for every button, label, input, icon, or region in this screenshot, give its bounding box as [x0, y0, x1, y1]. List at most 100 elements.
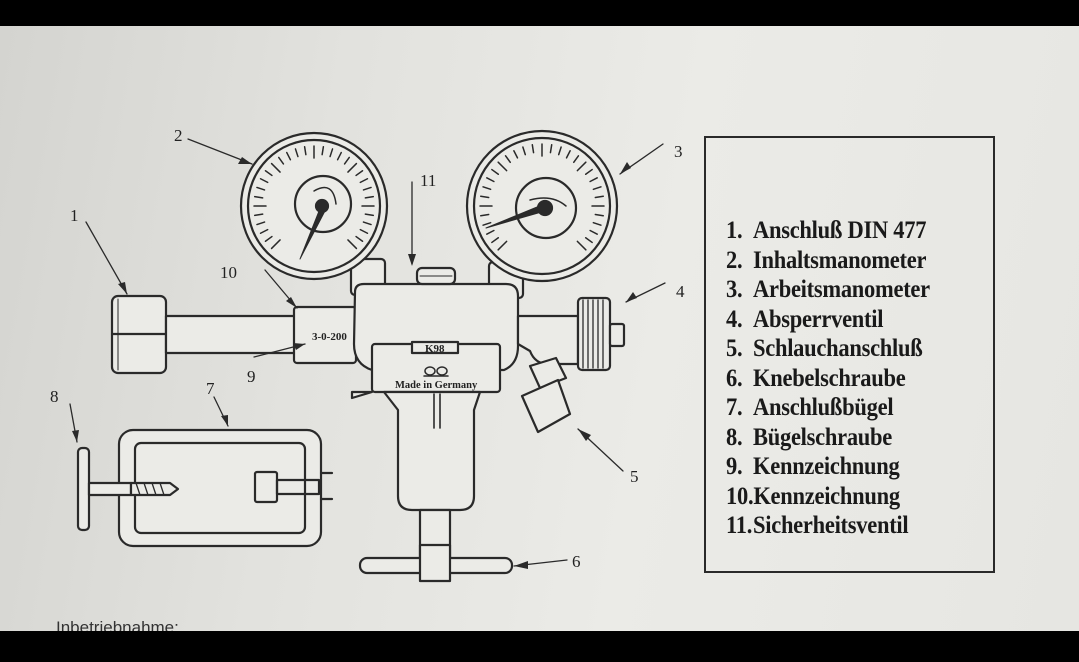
legend-item: 10.Kennzeichnung	[726, 482, 930, 512]
cutoff-heading: Inbetriebnahme:	[56, 618, 179, 631]
gauge-tick	[589, 177, 598, 183]
legend-label: Inhaltsmanometer	[753, 246, 927, 274]
content-gauge-scale	[253, 145, 375, 250]
gauge-tick	[592, 221, 602, 226]
gauge-tick	[504, 155, 512, 164]
legend-label: Anschluß DIN 477	[753, 217, 927, 244]
gauge-tick	[256, 186, 266, 191]
legend-label: Arbeitsmanometer	[753, 276, 930, 303]
gauge-tick	[259, 178, 269, 184]
gauge-tick	[362, 186, 372, 191]
callout-10: 10	[220, 263, 237, 282]
gauge-tick	[355, 235, 364, 243]
gauge-tick	[592, 186, 602, 191]
callout-9: 9	[247, 367, 256, 386]
gauge-tick	[277, 156, 285, 165]
gauge-tick	[480, 213, 490, 217]
legend-item: 7. Anschlußbügel	[726, 393, 930, 423]
legend-item: 6.Knebelschraube	[726, 364, 930, 394]
legend-label: Anschlußbügel	[753, 394, 894, 421]
legend-box: 1. Anschluß DIN 477 2. Inhaltsmanometer 3.…	[704, 136, 995, 573]
manufacturer-logo	[423, 366, 449, 377]
legend-number: 5.	[726, 335, 743, 362]
legend-number: 1.	[726, 217, 743, 244]
pressure-regulator-diagram: 1 2 3 4 5 6 7 8 9 10 11 3-0-200 K98 Made…	[50, 126, 685, 583]
gauge-tick	[347, 162, 358, 173]
gauge-tick	[329, 148, 334, 158]
legend-number: 9.	[726, 453, 743, 480]
gauge-tick	[336, 151, 342, 161]
legend-number: 2.	[726, 246, 743, 274]
regulator-bonnet	[382, 390, 482, 512]
legend-label: Schlauchanschluß	[753, 335, 923, 362]
legend-item: 1. Anschluß DIN 477	[726, 216, 930, 246]
callout-6: 6	[572, 552, 581, 571]
outlet-arm	[516, 314, 580, 366]
gauge-tick	[480, 195, 490, 199]
legend-item: 11.Sicherheitsventil	[726, 511, 930, 541]
legend-number: 7.	[726, 394, 743, 421]
callout-3: 3	[674, 142, 683, 161]
gauge-tick	[531, 144, 535, 154]
gauge-tick	[256, 221, 266, 226]
gauge-tick	[359, 228, 369, 234]
legend-number: 3.	[726, 276, 743, 303]
callout-1: 1	[70, 206, 79, 225]
clamp-screw	[76, 446, 180, 532]
legend-number: 11.	[726, 512, 753, 539]
gauge-tick	[522, 146, 527, 156]
callout-7: 7	[206, 379, 215, 398]
gauge-tick	[355, 169, 364, 177]
gauge-tick	[565, 150, 571, 159]
gauge-tick	[497, 161, 508, 172]
callout-4: 4	[676, 282, 685, 301]
gauge-tick	[576, 161, 587, 172]
top-black-bar	[0, 0, 1079, 26]
gauge-tick	[364, 195, 375, 199]
gauge-tick	[259, 228, 269, 234]
origin-label: Made in Germany	[395, 380, 478, 391]
legend-label: Kennzeichnung	[753, 453, 900, 480]
gauge-tick	[359, 178, 369, 184]
gauge-tick	[497, 240, 508, 251]
gauge-tick	[594, 195, 604, 199]
legend-item: 3. Arbeitsmanometer	[726, 275, 930, 305]
gauge-tick	[253, 195, 264, 199]
legend-label: Absperrventil	[753, 305, 884, 333]
legend-number: 4.	[726, 305, 743, 333]
gauge-tick	[572, 155, 580, 164]
legend-number: 10.	[726, 482, 754, 510]
gauge-tick	[482, 186, 492, 191]
gauge-tick	[294, 148, 299, 158]
marking-label: 3-0-200	[312, 331, 347, 343]
gauge-tick	[557, 146, 562, 156]
gauge-tick	[264, 235, 273, 243]
callout-2: 2	[174, 126, 183, 145]
callout-11: 11	[420, 171, 436, 190]
gauge-tick	[513, 150, 519, 159]
gauge-tick	[347, 239, 358, 250]
gauge-tick	[303, 145, 307, 156]
gauge-tick	[253, 213, 264, 217]
legend-label: Kennzeichnung	[753, 482, 900, 510]
gauge-tick	[482, 221, 492, 226]
legend-label: Sicherheitsventil	[753, 512, 909, 539]
inlet-pipe	[164, 314, 300, 355]
legend-item: 4. Absperrventil	[726, 305, 930, 335]
model-label: K98	[425, 343, 445, 355]
gauge-tick	[270, 162, 281, 173]
gauge-tick	[286, 151, 292, 161]
bottom-black-bar	[0, 631, 1079, 662]
gauge-tick	[594, 213, 604, 217]
gauge-tick	[486, 177, 495, 183]
legend-item: 9. Kennzeichnung	[726, 452, 930, 482]
legend-item: 5. Schlauchanschluß	[726, 334, 930, 364]
callout-8: 8	[50, 387, 59, 406]
gauge-tick	[491, 236, 500, 244]
gauge-tick	[584, 236, 593, 244]
gauge-tick	[576, 240, 587, 251]
gauge-tick	[486, 229, 495, 235]
legend-number: 6.	[726, 364, 743, 392]
manual-page: 1 2 3 4 5 6 7 8 9 10 11 3-0-200 K98 Made…	[0, 26, 1079, 631]
gauge-tick	[491, 168, 500, 176]
